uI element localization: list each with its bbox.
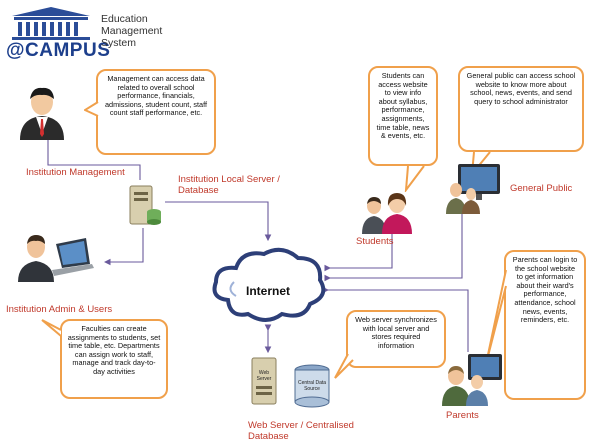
tagline-line: System [101,37,137,49]
arrow-internet-parents [322,286,469,352]
faculties-callout-pointer [41,319,62,337]
public-callout: General public can access school website… [458,66,584,152]
institution-management-label: Institution Management [26,167,125,178]
internet-cloud [212,247,326,322]
webserver-database-icon: Web Server Central Data Source [246,352,336,412]
web-server-db-label: Web Server / Centralised Database [248,420,354,442]
webserver-callout-pointer [334,353,354,379]
local-server-icon [129,185,161,225]
tagline-line: Education [101,13,148,25]
admin-laptop-person-icon [18,235,94,282]
parents-label: Parents [446,410,479,421]
webserver-callout: Web server synchronizes with local serve… [346,310,446,368]
logo-tagline: Education Management System [101,13,162,49]
arrow-server-admin [103,228,144,266]
logo: @CAMPUS [6,4,110,64]
students-callout-pointer [404,165,425,192]
admin-users-label: Institution Admin & Users [6,304,113,315]
general-public-label: General Public [510,183,573,194]
building-icon [12,7,90,40]
arrow-internet-students [324,232,393,272]
students-icon [362,193,412,234]
parents-callout: Parents can login to the school website … [504,250,586,400]
central-db-device-label: Central Data Source [297,380,327,392]
arrow-server-internet [165,201,272,242]
manager-person-icon [20,87,64,140]
tagline-line: Management [101,25,163,37]
server-db-graphic [251,357,330,408]
web-server-device-label: Web Server [256,370,272,382]
management-callout: Management can access data related to ov… [96,69,216,155]
students-label: Students [356,236,394,247]
faculties-callout: Faculties can create assignments to stud… [60,319,168,399]
local-server-label: Institution Local Server / Database [178,174,280,196]
internet-label: Internet [245,284,290,298]
management-callout-pointer [84,101,99,117]
logo-campus-text: @CAMPUS [6,40,111,61]
arrow-internet-public [324,214,463,282]
general-public-icon [446,164,500,214]
students-callout: Students can access website to view info… [368,66,438,166]
parents-icon [442,354,502,406]
arrow-management-server [44,134,141,180]
